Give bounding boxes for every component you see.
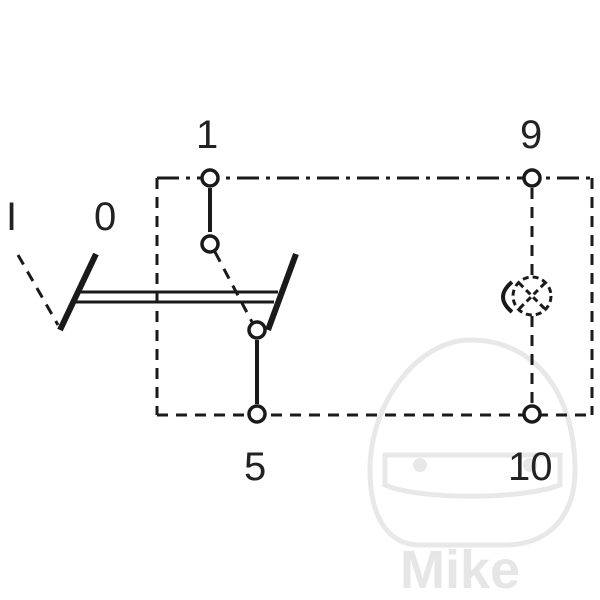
terminal-5 [247,404,267,424]
movable-contact [247,320,267,340]
watermark-text: Mike [400,540,520,600]
terminal-5-label: 5 [244,445,266,489]
terminal-1-label: 1 [196,113,218,157]
switch-housing [155,176,594,417]
terminal-9 [522,168,542,188]
terminal-10 [522,404,542,424]
rocker-on-position-dashed [16,254,60,326]
lamp-icon [501,275,553,317]
fixed-contact [200,234,220,254]
watermark-helmet-icon [367,337,578,548]
indicator-lamp-circuit [501,188,553,405]
rocker-actuator [16,252,299,332]
terminals [200,168,542,424]
watermark: Mike [367,337,578,600]
watermark-eye-left-icon [413,458,427,472]
contact-wiring [208,188,259,404]
watermark-visor-icon [382,452,563,499]
watermark-eye-right-icon [523,458,537,472]
position-off-label: 0 [94,195,116,239]
terminal-1 [200,168,220,188]
position-on-label: I [6,195,17,239]
movable-contact-open-path [213,251,254,323]
terminal-10-label: 10 [508,445,553,489]
labels: 1 9 5 10 I 0 [6,113,553,489]
rocker-right-lever [265,252,299,332]
terminal-9-label: 9 [520,113,542,157]
